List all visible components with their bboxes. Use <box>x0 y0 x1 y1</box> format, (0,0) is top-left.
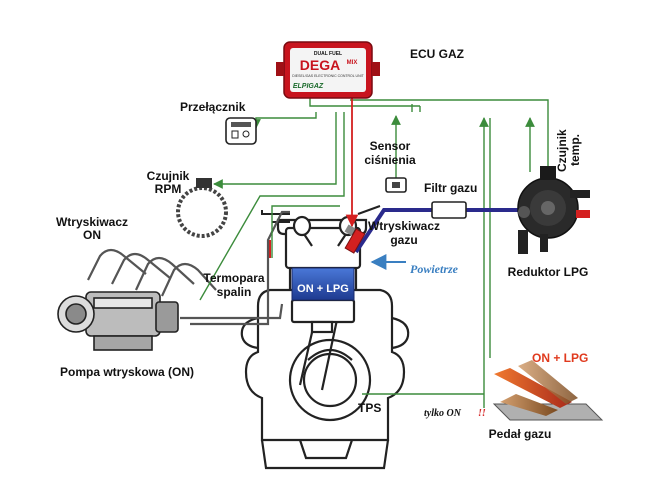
pedal-label: Pedał gazu <box>489 427 552 441</box>
thermocouple-label-2: spalin <box>217 285 252 299</box>
gas-injector-label-1: Wtryskiwacz <box>368 219 440 233</box>
ecu-brand-suffix: MIX <box>347 60 358 66</box>
ecu-brand: DEGA <box>300 57 340 73</box>
signal-lines <box>199 96 549 408</box>
rpm-sensor <box>176 178 228 238</box>
thermocouple-label-1: Termopara <box>203 271 264 285</box>
gas-pedal <box>492 360 604 421</box>
combustion-chamber <box>291 267 355 301</box>
reducer-label: Reduktor LPG <box>508 265 589 279</box>
pedal-on-lpg-label: ON + LPG <box>532 351 588 365</box>
rpm-label-1: Czujnik <box>147 169 190 183</box>
gas-injector-label-2: gazu <box>390 233 417 247</box>
lpg-reducer <box>517 166 590 254</box>
air-label: Powietrze <box>410 262 459 276</box>
pressure-sensor <box>385 177 407 193</box>
ecu-unit: DUAL FUEL DEGA MIX DIESEL/GAS ELECTRONIC… <box>276 41 380 99</box>
engine-block <box>240 215 410 470</box>
pressure-label-1: Sensor <box>370 139 411 153</box>
gas-filter <box>431 201 467 219</box>
rpm-label-2: RPM <box>155 182 182 196</box>
switch-label: Przełącznik <box>180 100 246 114</box>
injector-on-label-2: ON <box>83 228 101 242</box>
pump-label: Pompa wtryskowa (ON) <box>60 365 194 379</box>
pressure-label-2: ciśnienia <box>364 153 416 167</box>
ecu-dual-fuel: DUAL FUEL <box>314 51 342 57</box>
pedal-marks: !! <box>478 408 486 419</box>
gas-filter-label: Filtr gazu <box>424 181 477 195</box>
switch-unit <box>225 117 257 145</box>
temp-label-2: temp. <box>568 134 582 166</box>
chamber-label: ON + LPG <box>297 283 349 295</box>
gas-injector <box>344 224 366 254</box>
gas-line <box>354 208 520 254</box>
pedal-on-only-label: tylko ON <box>424 408 462 419</box>
temp-label-1: Czujnik <box>555 129 569 172</box>
ecu-label: ECU GAZ <box>410 47 464 61</box>
ecu-subtitle: DIESEL/GAS ELECTRONIC CONTROL UNIT <box>292 74 364 78</box>
thermocouple-probe <box>268 240 271 258</box>
tps-label: TPS <box>358 401 381 415</box>
injection-pump <box>57 291 179 351</box>
ecu-maker: ELPIGAZ <box>293 83 324 90</box>
diesel-lines <box>87 210 290 326</box>
injector-on-label-1: Wtryskiwacz <box>56 215 128 229</box>
